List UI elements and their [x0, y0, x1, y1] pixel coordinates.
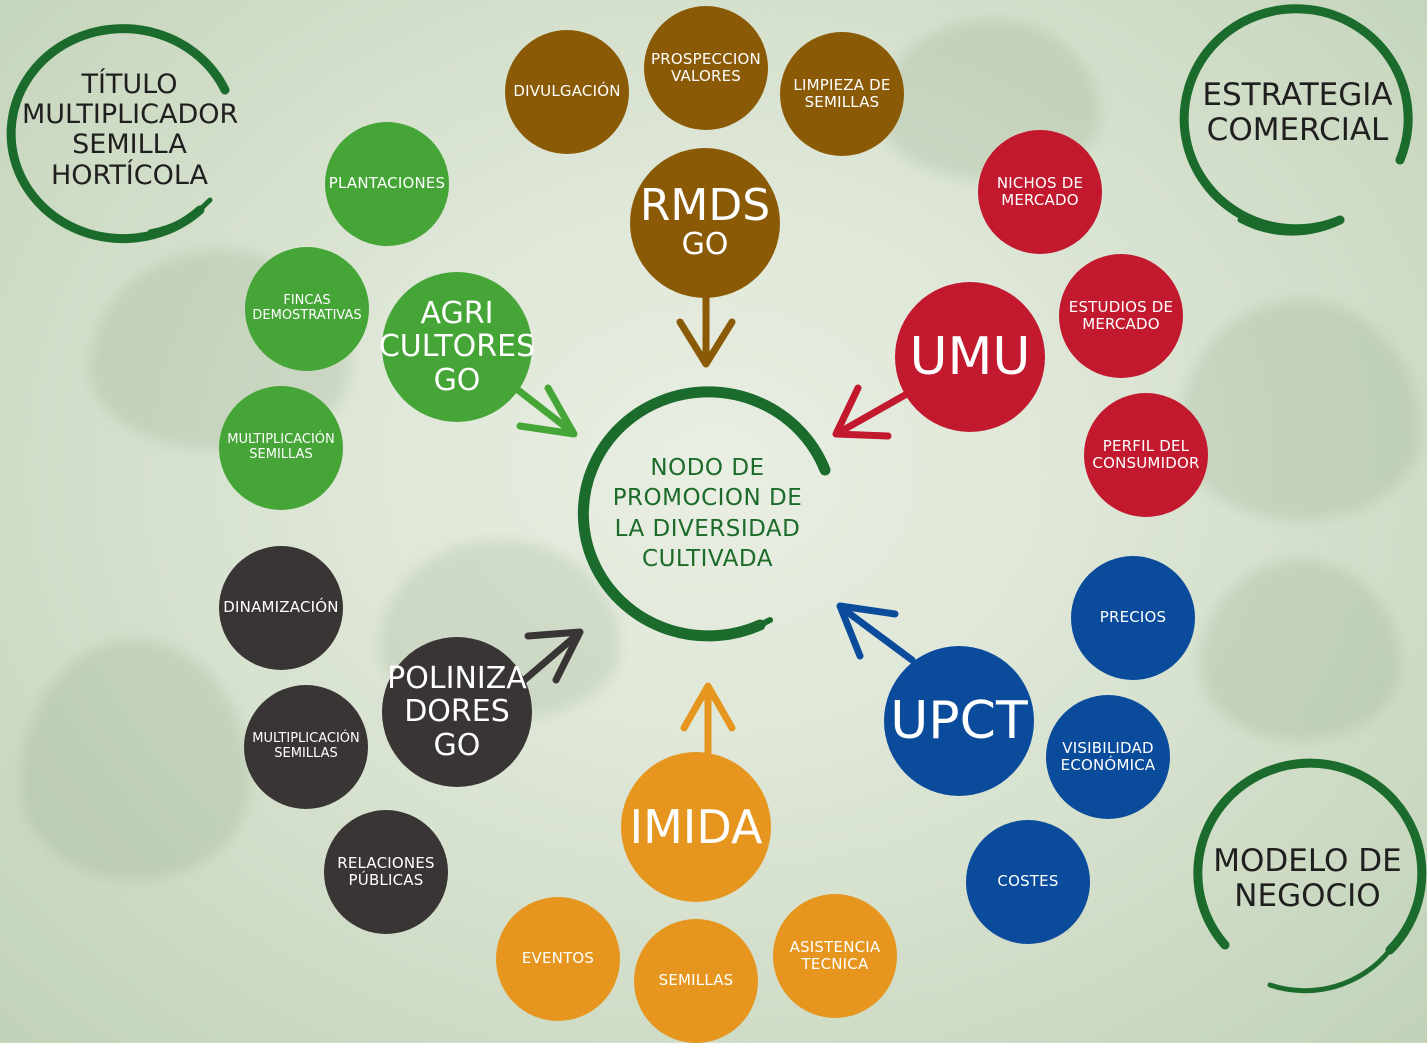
hub-umu: UMU [895, 282, 1045, 432]
node-multiplicacion-semillas-dark: MULTIPLICACIÓN SEMILLAS [244, 685, 368, 809]
arrow-agri [514, 384, 578, 438]
node-visibilidad-economica: VISIBILIDAD ECONÓMICA [1046, 695, 1170, 819]
node-prospeccion-valores: PROSPECCION VALORES [644, 6, 768, 130]
node-eventos: EVENTOS [496, 897, 620, 1021]
ring-top-right [1179, 4, 1413, 236]
node-perfil-consumidor: PERFIL DEL CONSUMIDOR [1084, 393, 1208, 517]
background-leaf [1200, 560, 1400, 740]
node-semillas: SEMILLAS [634, 919, 758, 1043]
arrow-upct [836, 602, 916, 664]
center-nodo-promocion: NODO DE PROMOCION DE LA DIVERSIDAD CULTI… [612, 455, 803, 573]
hub-imida: IMIDA [621, 752, 771, 902]
node-estudios-mercado: ESTUDIOS DE MERCADO [1059, 254, 1183, 378]
hub-agricultores: AGRI CULTORES GO [379, 272, 535, 422]
node-nichos-mercado: NICHOS DE MERCADO [978, 130, 1102, 254]
center-ring [577, 386, 831, 642]
arrow-imida [680, 682, 736, 756]
ring-bottom-right [1193, 758, 1427, 994]
ring-top-left [6, 24, 230, 244]
node-dinamizacion: DINAMIZACIÓN [219, 546, 343, 670]
arrow-poliniza [518, 628, 584, 686]
node-plantaciones: PLANTACIONES [325, 122, 449, 246]
node-limpieza-semillas: LIMPIEZA DE SEMILLAS [780, 32, 904, 156]
node-asistencia-tecnica: ASISTENCIA TECNICA [773, 894, 897, 1018]
arrow-umu [832, 384, 909, 440]
node-precios: PRECIOS [1071, 556, 1195, 680]
node-fincas-demostrativas: FINCAS DEMOSTRATIVAS [245, 247, 369, 371]
hub-upct: UPCT [884, 646, 1034, 796]
background-leaf [20, 640, 250, 880]
label-estrategia-comercial: ESTRATEGIA COMERCIAL [1202, 77, 1393, 148]
arrow-rmds [676, 288, 736, 368]
label-modelo-negocio: MODELO DE NEGOCIO [1213, 843, 1402, 914]
label-titulo-multiplicador: TÍTULO MULTIPLICADOR SEMILLA HORTÍCOLA [22, 69, 239, 191]
background-leaf [1180, 300, 1420, 520]
node-divulgacion: DIVULGACIÓN [505, 30, 629, 154]
node-costes: COSTES [966, 820, 1090, 944]
hub-rmds: RMDS GO [630, 148, 780, 298]
node-multiplicacion-semillas-green: MULTIPLICACIÓN SEMILLAS [219, 386, 343, 510]
node-relaciones-publicas: RELACIONES PÚBLICAS [324, 810, 448, 934]
hub-polinizadores: POLINIZA DORES GO [382, 637, 532, 787]
